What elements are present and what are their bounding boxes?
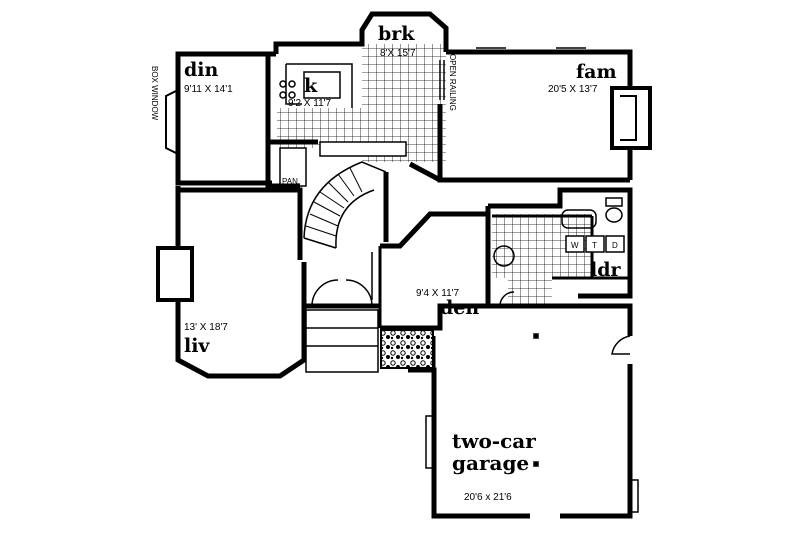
room-name-dining: din <box>184 59 219 81</box>
open-railing-label: OPEN RAILING <box>448 54 457 111</box>
room-dims-garage: 20'6 x 21'6 <box>464 492 512 503</box>
walls <box>156 11 652 519</box>
room-name-living: liv <box>184 335 210 357</box>
room-dims-family: 20'5 X 13'7 <box>548 84 598 95</box>
room-dims-den: 9'4 X 11'7 <box>416 288 460 299</box>
room-name-garage-line2: garage <box>452 451 529 475</box>
room-name-breakfast: brk <box>378 23 415 45</box>
room-name-family: fam <box>576 61 617 83</box>
room-dims-living: 13' X 18'7 <box>184 322 228 333</box>
dryer-label: D <box>612 241 618 250</box>
room-name-garage-line1: two-car <box>452 429 536 453</box>
room-name-den: den <box>440 297 479 319</box>
room-dims-breakfast: 8'X 15'7 <box>380 48 416 59</box>
room-dims-kitchen: 9'2 X 11'7 <box>288 98 332 109</box>
room-name-laundry: ldr <box>590 259 622 281</box>
room-dims-dining: 9'11 X 14'1 <box>184 84 233 95</box>
details <box>279 47 639 513</box>
washer-label: W <box>571 241 579 250</box>
pantry-label: PAN. <box>282 177 300 186</box>
planter <box>380 329 434 369</box>
tub-label: T <box>592 241 597 250</box>
box-window-label: BOX WINDOW <box>150 66 159 121</box>
room-name-kitchen: k <box>304 75 318 97</box>
